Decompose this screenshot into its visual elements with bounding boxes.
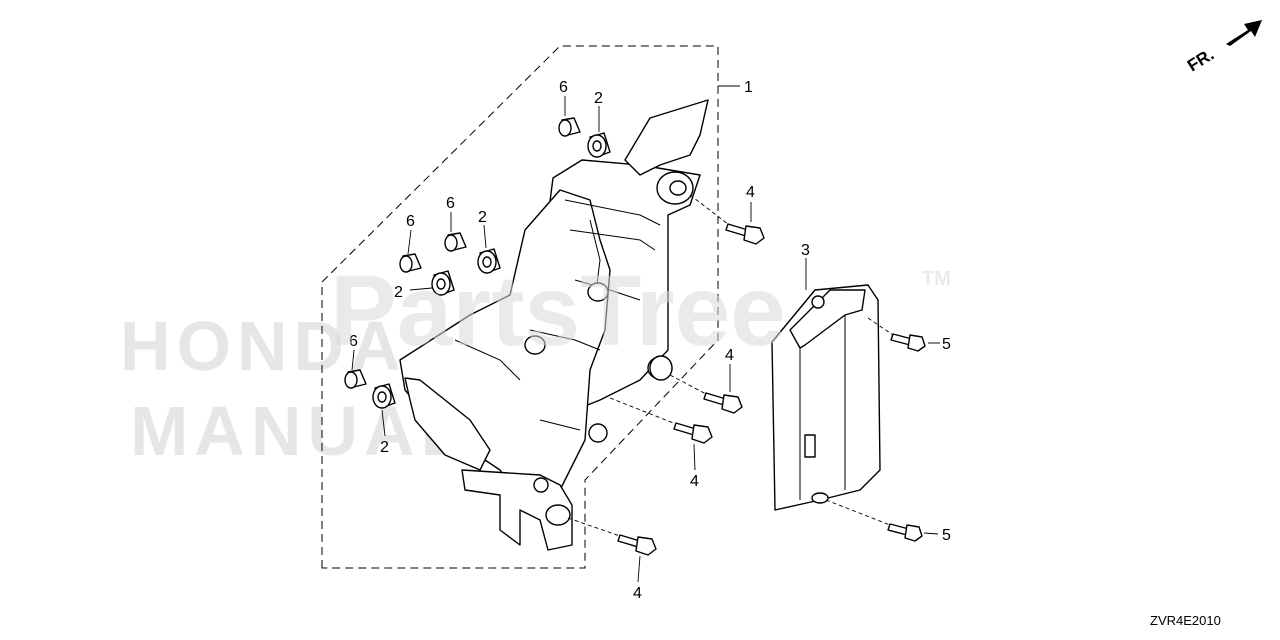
grommet-group	[372, 132, 673, 409]
bolt-4a	[725, 223, 765, 245]
callout-4: 4	[633, 585, 642, 602]
grommet-5	[649, 355, 673, 381]
bolt-4c	[673, 422, 713, 444]
bolt-4b	[703, 392, 743, 414]
callout-2: 2	[394, 284, 403, 301]
callout-6: 6	[349, 333, 358, 350]
grommet-2	[477, 248, 501, 274]
bolt-4d	[617, 534, 657, 556]
collar-3	[399, 253, 422, 273]
bracket-assembly	[399, 99, 709, 551]
callout-6: 6	[406, 213, 415, 230]
front-direction-indicator: FR.	[1184, 20, 1262, 75]
assembly-boundary	[321, 45, 719, 569]
callout-4: 4	[725, 347, 734, 364]
callout-2: 2	[380, 439, 389, 456]
watermark-main: PartsTree TM	[330, 255, 951, 367]
bolt-5b	[887, 523, 923, 542]
callout-5: 5	[942, 527, 951, 544]
bolt-group	[617, 223, 926, 556]
callout-2: 2	[594, 90, 603, 107]
collar-2	[444, 232, 467, 252]
collar-group	[344, 117, 581, 389]
fr-arrow-icon	[1226, 20, 1262, 46]
bolt-5a	[890, 333, 926, 352]
callout-3: 3	[801, 242, 810, 259]
grommet-4	[372, 383, 396, 409]
callout-6: 6	[559, 79, 568, 96]
grommet-1	[587, 132, 611, 158]
control-module	[771, 284, 881, 511]
collar-4	[344, 369, 367, 389]
callout-1: 1	[744, 79, 753, 96]
collar-1	[558, 117, 581, 137]
callouts: 1 2 2 2 2 2 3 4 4 4 4 5 5 6 6 6 6	[349, 79, 951, 602]
callout-2: 2	[478, 209, 487, 226]
callout-5: 5	[942, 336, 951, 353]
watermark-tm-text: TM	[922, 268, 951, 290]
watermark-partstree-text: PartsTree	[330, 255, 786, 367]
leader-lines	[351, 85, 940, 583]
callout-4: 4	[690, 473, 699, 490]
callout-4: 4	[746, 184, 755, 201]
callout-6: 6	[446, 195, 455, 212]
diagram-code: ZVR4E2010	[1150, 613, 1221, 628]
grommet-3	[431, 270, 455, 296]
fr-label: FR.	[1184, 45, 1217, 76]
